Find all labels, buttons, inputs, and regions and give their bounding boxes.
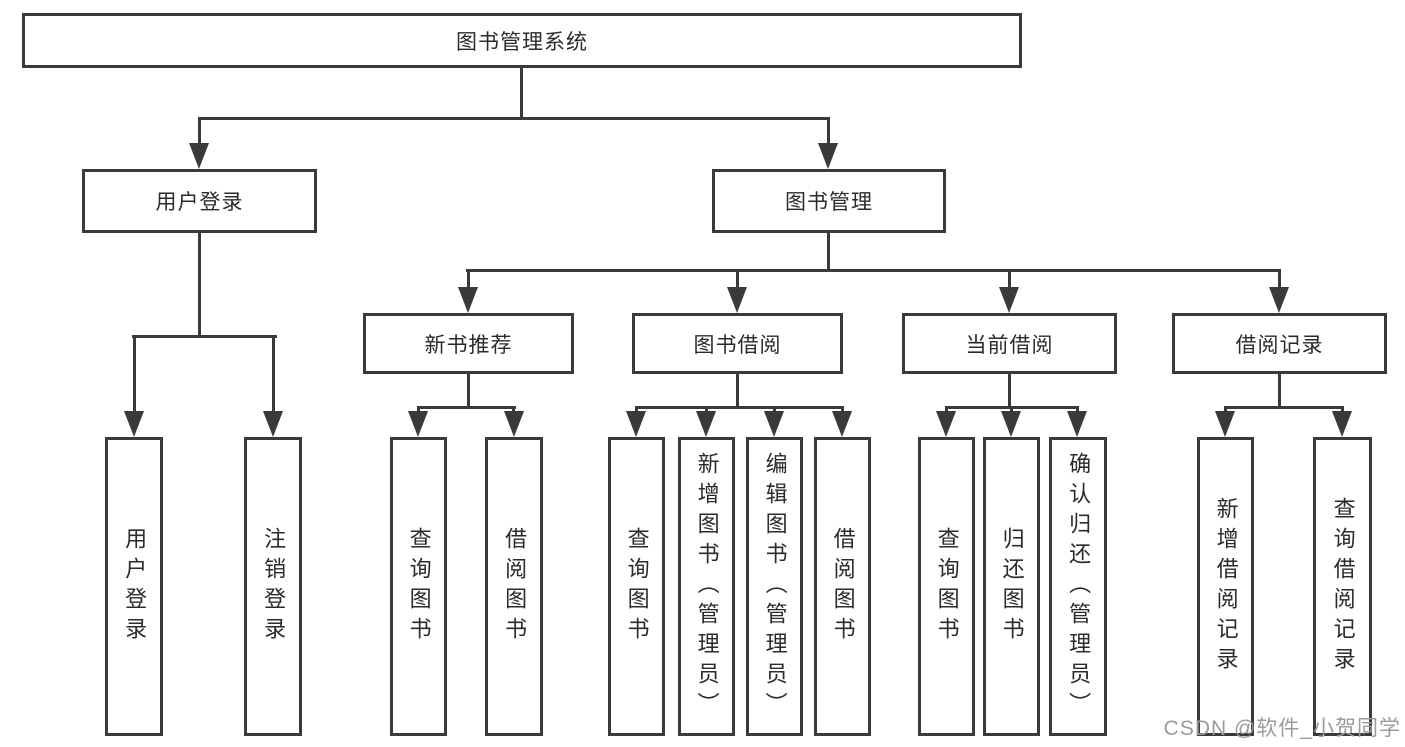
leaf-user-login: 用户登录 [105, 437, 163, 736]
connector-line [467, 269, 470, 291]
leaf-query-borrow-record: 查询借阅记录 [1313, 437, 1372, 736]
arrow-down-icon [1067, 411, 1087, 437]
connector-line [736, 374, 739, 406]
arrow-down-icon [1332, 411, 1352, 437]
connector-line [1278, 374, 1281, 406]
connector-line [773, 406, 776, 414]
leaf-add-borrow-record: 新增借阅记录 [1197, 437, 1254, 736]
arrow-down-icon [818, 143, 838, 169]
leaf-query-books-current: 查询图书 [918, 437, 975, 736]
arrow-down-icon [189, 143, 209, 169]
node-borrow-records: 借阅记录 [1172, 313, 1387, 374]
connector-line [1224, 406, 1227, 414]
arrow-down-icon [458, 287, 478, 313]
connector-line [1008, 374, 1011, 406]
connector-line [198, 232, 201, 336]
leaf-query-books-borrow: 查询图书 [608, 437, 665, 736]
connector-line [827, 233, 830, 270]
leaf-query-books-current-label: 查询图书 [934, 526, 960, 647]
leaf-borrow-books: 借阅图书 [814, 437, 871, 736]
connector-line [198, 117, 201, 148]
node-book-borrow-label: 图书借阅 [693, 333, 782, 357]
connector-line [635, 406, 638, 414]
leaf-return-books-label: 归还图书 [999, 526, 1025, 647]
connector-line [198, 117, 830, 120]
node-root: 图书管理系统 [22, 13, 1022, 68]
connector-line [417, 406, 516, 409]
connector-line [133, 335, 136, 415]
leaf-query-books-borrow-label: 查询图书 [624, 526, 650, 647]
arrow-down-icon [696, 411, 716, 437]
arrow-down-icon [124, 411, 144, 437]
leaf-edit-book-admin-label: 编辑图书（管理员） [762, 451, 788, 722]
connector-line [132, 335, 277, 338]
node-user-login: 用户登录 [82, 169, 317, 233]
connector-line [841, 406, 844, 414]
node-book-management: 图书管理 [712, 169, 946, 233]
arrow-down-icon [504, 411, 524, 437]
connector-line [827, 117, 830, 148]
connector-line [1008, 269, 1011, 291]
watermark: CSDN @软件_小贺同学 [1163, 717, 1401, 740]
node-user-login-label: 用户登录 [155, 191, 244, 214]
leaf-return-books: 归还图书 [983, 437, 1040, 736]
connector-line [1224, 406, 1344, 409]
connector-line [512, 406, 515, 414]
arrow-down-icon [936, 411, 956, 437]
connector-line [272, 335, 275, 415]
connector-line [520, 68, 523, 118]
leaf-logout-label: 注销登录 [261, 526, 287, 647]
node-new-book-recommend: 新书推荐 [363, 313, 574, 374]
arrow-down-icon [1001, 411, 1021, 437]
connector-line [1278, 269, 1281, 291]
arrow-down-icon [408, 411, 428, 437]
connector-line [466, 269, 1281, 272]
arrow-down-icon [999, 287, 1019, 313]
leaf-add-borrow-record-label: 新增借阅记录 [1213, 496, 1239, 677]
arrow-down-icon [626, 411, 646, 437]
leaf-confirm-return-admin-label: 确认归还（管理员） [1066, 451, 1092, 722]
node-book-management-label: 图书管理 [785, 191, 873, 214]
leaf-add-book-admin: 新增图书（管理员） [678, 437, 735, 736]
node-current-borrow-label: 当前借阅 [965, 333, 1054, 357]
connector-line [1010, 406, 1013, 414]
arrow-down-icon [727, 287, 747, 313]
node-book-borrow: 图书借阅 [632, 313, 843, 374]
leaf-user-login-label: 用户登录 [122, 526, 148, 647]
connector-line [635, 406, 844, 409]
leaf-add-book-admin-label: 新增图书（管理员） [694, 451, 720, 722]
arrow-down-icon [1269, 287, 1289, 313]
leaf-logout: 注销登录 [244, 437, 302, 736]
connector-line [736, 269, 739, 291]
leaf-query-borrow-record-label: 查询借阅记录 [1330, 496, 1356, 677]
connector-line [467, 374, 470, 406]
leaf-borrow-books-label: 借阅图书 [830, 526, 856, 647]
arrow-down-icon [832, 411, 852, 437]
leaf-edit-book-admin: 编辑图书（管理员） [746, 437, 803, 736]
connector-line [1341, 406, 1344, 414]
connector-line [945, 406, 948, 414]
arrow-down-icon [263, 411, 283, 437]
leaf-confirm-return-admin: 确认归还（管理员） [1049, 437, 1107, 736]
node-new-book-recommend-label: 新书推荐 [424, 333, 513, 357]
arrow-down-icon [1215, 411, 1235, 437]
leaf-borrow-books-recommend-label: 借阅图书 [502, 526, 528, 647]
leaf-query-books-recommend: 查询图书 [390, 437, 447, 736]
leaf-query-books-recommend-label: 查询图书 [406, 526, 432, 647]
node-current-borrow: 当前借阅 [902, 313, 1117, 374]
arrow-down-icon [764, 411, 784, 437]
node-root-label: 图书管理系统 [456, 30, 588, 54]
leaf-borrow-books-recommend: 借阅图书 [485, 437, 543, 736]
connector-line [417, 406, 420, 414]
connector-line [705, 406, 708, 414]
connector-line [1076, 406, 1079, 414]
node-borrow-records-label: 借阅记录 [1235, 333, 1324, 357]
